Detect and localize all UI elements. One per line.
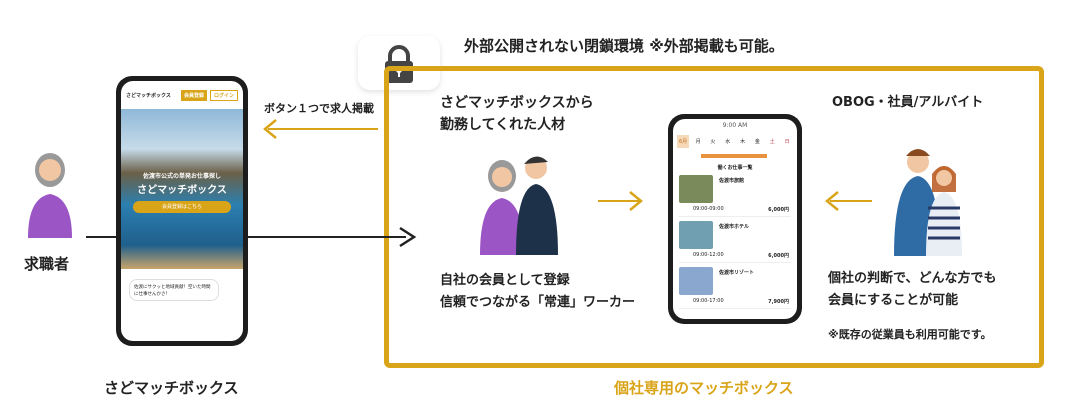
register-as-member-text: 自社の会員として登録信頼でつながる「常連」ワーカー bbox=[440, 273, 636, 310]
obog-label: OBOG・社員/アルバイト bbox=[832, 95, 984, 110]
day-label[interactable]: 木 bbox=[740, 139, 746, 145]
day-label[interactable]: 水 bbox=[725, 139, 731, 145]
hero-image: 佐渡市公式の単発お仕事探し さどマッチボックス 会員登録はこちら bbox=[121, 109, 243, 269]
register-cta-button[interactable]: 会員登録はこちら bbox=[133, 201, 231, 213]
arrow-line bbox=[830, 200, 872, 202]
arrow-line bbox=[598, 200, 640, 202]
arrow-right-icon bbox=[629, 191, 643, 211]
job-card[interactable]: 佐渡市ホテル 09:00-12:00 6,000円 bbox=[679, 219, 791, 263]
sado-matchbox-caption: さどマッチボックス bbox=[104, 379, 239, 397]
hero-title: さどマッチボックス bbox=[137, 185, 227, 196]
month-label: 6月 bbox=[677, 135, 690, 148]
hero-subtitle: 佐渡市公式の単発お仕事探し bbox=[142, 173, 221, 180]
arrow-line bbox=[268, 128, 378, 130]
register-button[interactable]: 会員登録 bbox=[180, 89, 207, 101]
app-logo: さどマッチボックス bbox=[126, 92, 171, 99]
day-label[interactable]: 金 bbox=[754, 139, 760, 145]
closed-environment-heading: 外部公開されない閉鎖環境 ※外部掲載も可能。 bbox=[464, 37, 784, 55]
sado-matchbox-phone: さどマッチボックス 会員登録 ログイン 佐渡市公式の単発お仕事探し さどマッチボ… bbox=[116, 76, 248, 346]
private-matchbox-frame bbox=[384, 66, 1044, 368]
job-card[interactable]: 佐渡市リゾート 09:00-17:00 7,900円 bbox=[679, 265, 791, 309]
day-label[interactable]: 月 bbox=[695, 139, 701, 145]
day-label[interactable]: 日 bbox=[784, 139, 790, 145]
any-member-text: 個社の判断で、どんな方でも会員にすることが可能 bbox=[828, 271, 997, 308]
day-label[interactable]: 火 bbox=[710, 139, 716, 145]
job-card[interactable]: 佐渡市旅館 09:00-09:00 6,000円 bbox=[679, 173, 791, 217]
login-button[interactable]: ログイン bbox=[209, 89, 238, 101]
arrow-left-icon bbox=[263, 119, 277, 139]
workers-illustration bbox=[480, 156, 558, 255]
job-list-title: 働くお仕事一覧 bbox=[717, 165, 753, 171]
from-sado-text: さどマッチボックスから勤務してくれた人材 bbox=[440, 95, 594, 133]
job-seeker-label: 求職者 bbox=[24, 255, 70, 273]
arrow-right-icon bbox=[399, 226, 417, 248]
status-time: 9:00 AM bbox=[722, 122, 748, 129]
day-label[interactable]: 土 bbox=[769, 139, 775, 145]
speech-bubble: 佐渡にサクッと地域貢献！空いた時間に仕事せんかさ！ bbox=[129, 279, 219, 301]
job-seeker-illustration bbox=[28, 153, 72, 238]
private-matchbox-title: 個社専用のマッチボックス bbox=[614, 379, 794, 397]
post-arrow-label: ボタン１つで求人掲載 bbox=[264, 102, 374, 115]
time-slider[interactable] bbox=[701, 154, 767, 158]
arrow-left-icon bbox=[825, 191, 839, 211]
private-matchbox-phone: 9:00 AM 6月 月 火 水 木 金 土 日 働くお仕事一覧 佐渡市旅館 0… bbox=[668, 114, 802, 324]
obog-illustration bbox=[894, 149, 962, 256]
existing-staff-note: ※既存の従業員も利用可能です。 bbox=[828, 328, 992, 341]
